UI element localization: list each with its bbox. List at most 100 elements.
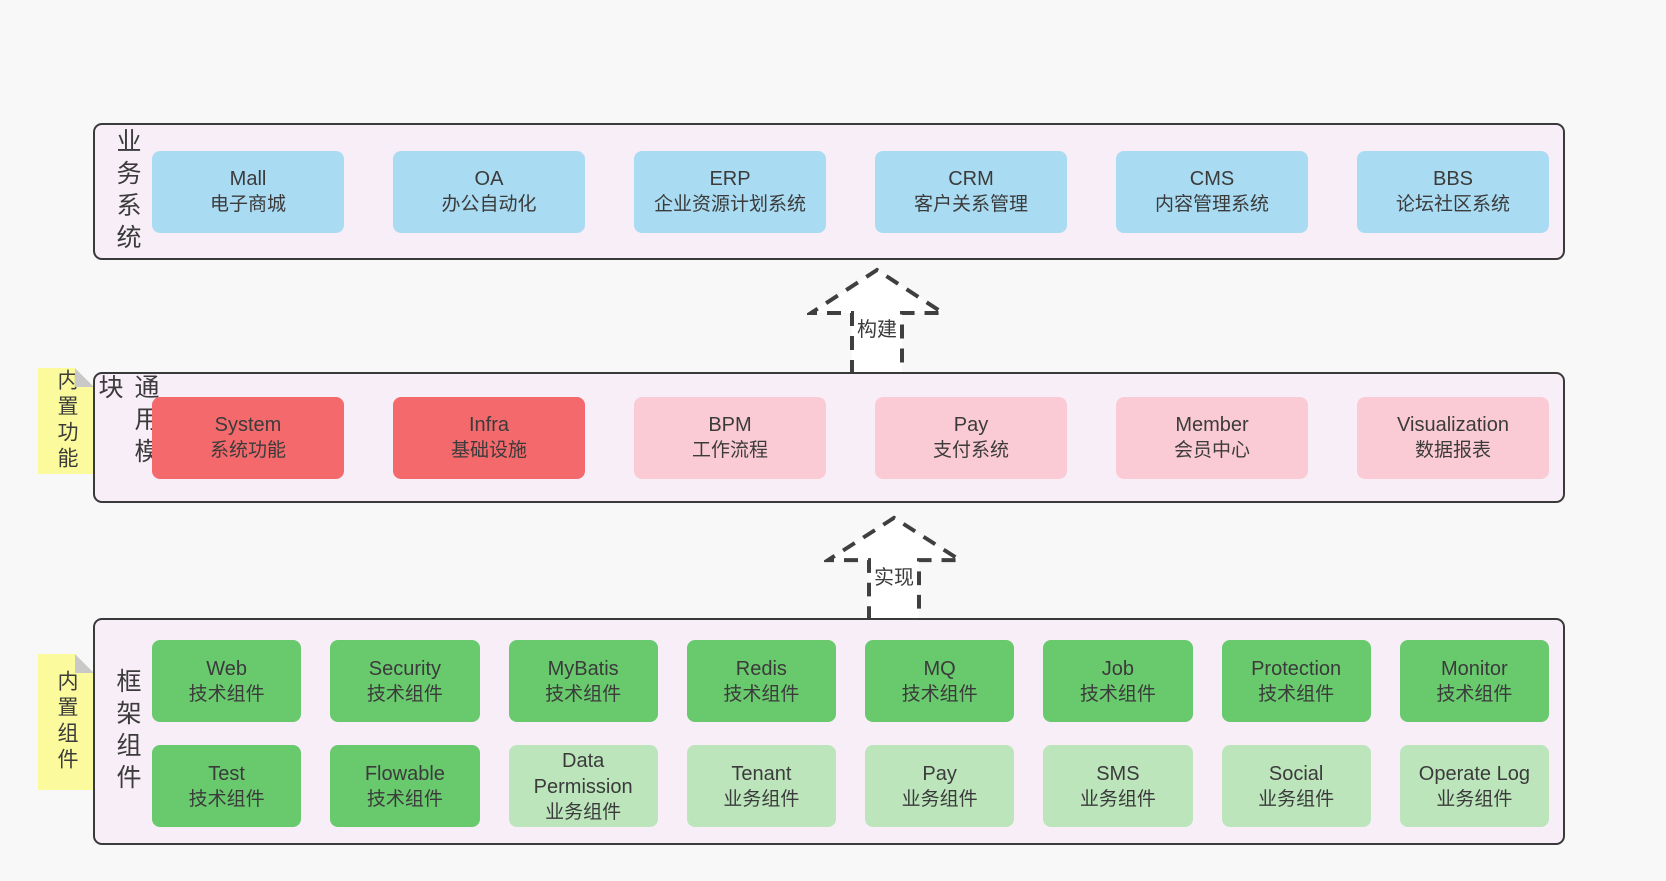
module-title: BBS (1432, 168, 1474, 190)
layer-business-systems: 业务系统 Mall 电子商城 OA 办公自动化 ERP 企业资源计划系统 CRM 客户关系管理… (93, 123, 1565, 260)
module-subtitle: 业务组件 (1436, 788, 1513, 810)
sticky-note-built-in-features: 内置功能 (38, 368, 94, 474)
module-box-mybatis: MyBatis 技术组件 (508, 640, 658, 722)
arrow-label: 实现 (874, 567, 914, 589)
module-subtitle: 基础设施 (450, 440, 527, 461)
module-subtitle: 工作流程 (691, 440, 768, 461)
module-subtitle: 会员中心 (1173, 440, 1250, 461)
module-title: Security (368, 657, 441, 680)
module-title: Visualization (1397, 414, 1509, 436)
module-title: Operate Log (1418, 762, 1530, 785)
up-arrow-icon (807, 267, 947, 374)
module-title: Web (206, 657, 247, 680)
module-subtitle: 内容管理系统 (1154, 194, 1269, 215)
module-title: Member (1175, 414, 1249, 436)
layer-label: 框架组件 (113, 667, 141, 796)
module-title: Social (1268, 762, 1324, 785)
module-subtitle: 技术组件 (188, 683, 265, 705)
module-subtitle: 技术组件 (1079, 683, 1156, 705)
arrow-label: 构建 (857, 319, 897, 341)
module-subtitle: 系统功能 (209, 440, 286, 461)
module-box-cms: CMS 内容管理系统 (1116, 150, 1308, 233)
module-subtitle: 企业资源计划系统 (653, 194, 806, 215)
module-title: Infra (468, 414, 510, 436)
module-subtitle: 技术组件 (901, 683, 978, 705)
module-title: ERP (709, 168, 751, 190)
module-box-test: Test 技术组件 (152, 745, 302, 827)
module-title: Protection (1251, 657, 1342, 680)
module-subtitle: 业务组件 (1079, 788, 1156, 810)
module-subtitle: 技术组件 (366, 683, 443, 705)
up-arrow-icon (824, 515, 964, 620)
module-box-infra: Infra 基础设施 (393, 396, 585, 479)
module-title: Pay (953, 414, 989, 436)
module-subtitle: 业务组件 (1258, 788, 1335, 810)
module-title: Redis (735, 657, 787, 680)
module-title: Mall (229, 168, 267, 190)
module-box-security: Security 技术组件 (330, 640, 480, 722)
module-subtitle: 技术组件 (366, 788, 443, 810)
module-title: Test (208, 762, 245, 785)
module-box-pay: Pay 支付系统 (875, 396, 1067, 479)
module-title: CRM (948, 168, 994, 190)
module-subtitle: 业务组件 (901, 788, 978, 810)
module-title: Flowable (364, 762, 445, 785)
sticky-note-label: 内置功能 (55, 369, 78, 473)
module-subtitle: 技术组件 (1258, 683, 1335, 705)
module-title: CMS (1189, 168, 1235, 190)
module-box-erp: ERP 企业资源计划系统 (634, 150, 826, 233)
module-box-data-permission: Data Permission 业务组件 (508, 745, 658, 827)
module-subtitle: 技术组件 (545, 683, 622, 705)
module-box-flowable: Flowable 技术组件 (330, 745, 480, 827)
module-subtitle: 业务组件 (723, 788, 800, 810)
module-box-monitor: Monitor 技术组件 (1399, 640, 1549, 722)
sticky-note-built-in-components: 内置组件 (38, 654, 94, 790)
layer-label: 业务系统 (113, 127, 141, 256)
module-box-mq: MQ 技术组件 (865, 640, 1015, 722)
module-box-bbs: BBS 论坛社区系统 (1357, 150, 1549, 233)
layer-label: 通用模块 (95, 374, 159, 470)
module-title: Job (1101, 657, 1134, 680)
module-subtitle: 电子商城 (209, 194, 286, 215)
module-title: Monitor (1441, 657, 1508, 680)
module-box-job: Job 技术组件 (1043, 640, 1193, 722)
module-subtitle: 技术组件 (188, 788, 265, 810)
module-box-tenant: Tenant 业务组件 (686, 745, 836, 827)
module-box-social: Social 业务组件 (1221, 745, 1371, 827)
module-box-crm: CRM 客户关系管理 (875, 150, 1067, 233)
module-title: Pay (922, 762, 957, 785)
module-title: MQ (923, 657, 956, 680)
module-box-pay: Pay 业务组件 (865, 745, 1015, 827)
module-subtitle: 技术组件 (1436, 683, 1513, 705)
implement-arrow: 实现 (824, 512, 964, 620)
module-box-member: Member 会员中心 (1116, 396, 1308, 479)
module-subtitle: 客户关系管理 (913, 194, 1028, 215)
module-subtitle: 数据报表 (1414, 440, 1491, 461)
module-subtitle: 办公自动化 (441, 194, 537, 215)
module-title: MyBatis (547, 657, 619, 680)
module-title: Tenant (731, 762, 792, 785)
layer-box-row: Mall 电子商城 OA 办公自动化 ERP 企业资源计划系统 CRM 客户关系管理 CMS 内容… (146, 125, 1563, 258)
module-subtitle: 论坛社区系统 (1395, 194, 1510, 215)
module-subtitle: 业务组件 (545, 801, 622, 823)
folded-corner-icon (75, 654, 94, 673)
module-box-visualization: Visualization 数据报表 (1357, 396, 1549, 479)
module-title: OA (474, 168, 504, 190)
build-arrow: 构建 (807, 264, 947, 374)
module-box-operate-log: Operate Log 业务组件 (1399, 745, 1549, 827)
sticky-note-label: 内置组件 (55, 670, 78, 774)
module-box-redis: Redis 技术组件 (686, 640, 836, 722)
module-box-oa: OA 办公自动化 (393, 150, 585, 233)
module-title: BPM (708, 414, 752, 436)
module-box-mall: Mall 电子商城 (152, 150, 344, 233)
module-box-bpm: BPM 工作流程 (634, 396, 826, 479)
module-subtitle: 技术组件 (723, 683, 800, 705)
module-subtitle: 支付系统 (932, 440, 1009, 461)
module-title: Data Permission (533, 749, 633, 798)
